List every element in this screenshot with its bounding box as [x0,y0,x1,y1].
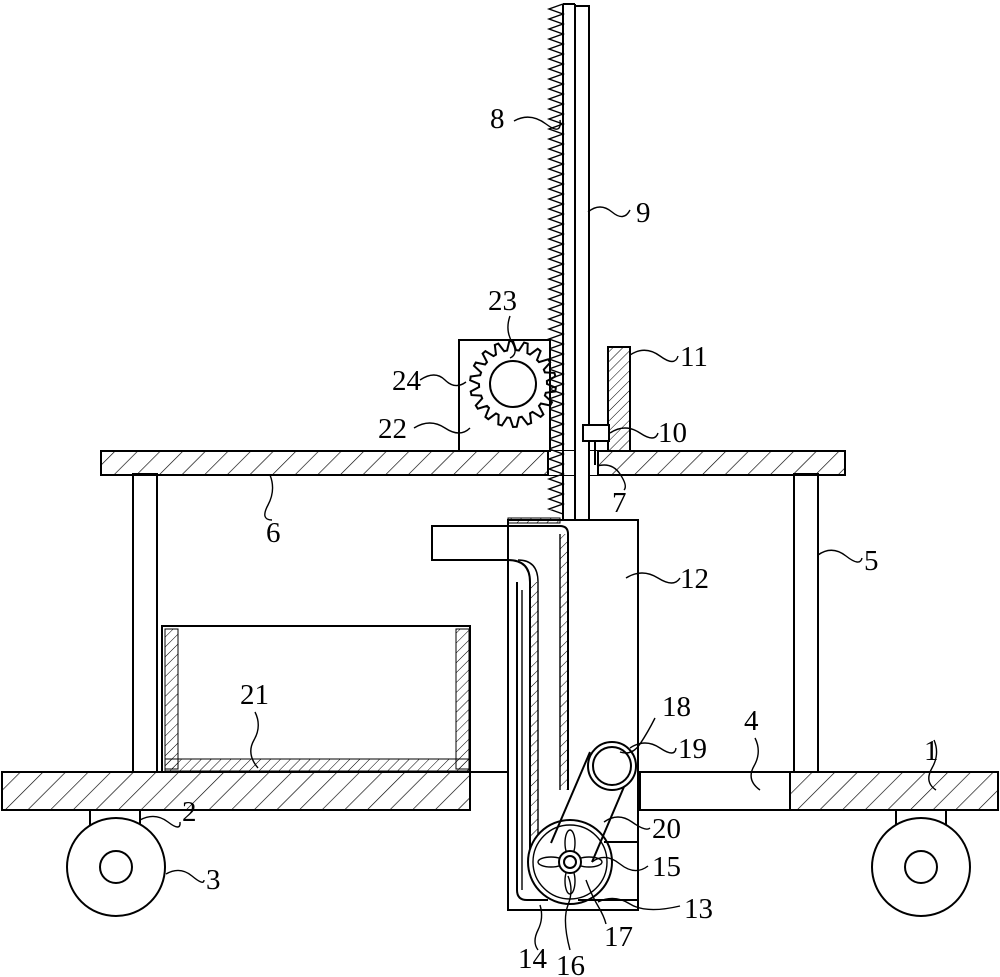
guide-rail [574,5,590,521]
left-support-post [132,473,158,773]
label-20: 20 [652,813,681,845]
label-7: 7 [612,487,627,519]
label-1: 1 [924,735,939,767]
label-14: 14 [518,943,548,975]
label-10: 10 [658,417,687,449]
label-19: 19 [678,733,707,765]
label-2: 2 [182,796,197,828]
right-wheel [871,817,971,917]
top-plate [100,450,846,476]
collection-box [161,625,471,773]
leader-lines [139,116,938,951]
label-11: 11 [680,341,708,373]
label-17: 17 [604,921,633,953]
label-21: 21 [240,679,269,711]
base-plate [1,771,999,811]
label-23: 23 [488,285,517,317]
label-5: 5 [864,545,879,577]
label-3: 3 [206,864,221,896]
conveying-pipe [431,525,569,901]
label-13: 13 [684,893,713,925]
drive-gear [469,339,557,429]
label-15: 15 [652,851,681,883]
label-22: 22 [378,413,407,445]
label-12: 12 [680,563,709,595]
label-18: 18 [662,691,691,723]
label-4: 4 [744,705,759,737]
right-support-post [793,473,819,773]
clamp-block [582,424,610,442]
gear-rack [546,3,576,520]
label-6: 6 [266,517,281,549]
label-9: 9 [636,197,651,229]
label-16: 16 [556,950,585,977]
baffle-plate [607,346,631,452]
part-labels: 1 2 3 4 5 6 7 8 9 10 11 12 13 14 15 16 1… [182,103,939,977]
fan-impeller [537,829,603,895]
left-wheel [66,817,166,917]
drive-pulley [587,741,637,791]
label-24: 24 [392,365,422,397]
label-8: 8 [490,103,505,135]
